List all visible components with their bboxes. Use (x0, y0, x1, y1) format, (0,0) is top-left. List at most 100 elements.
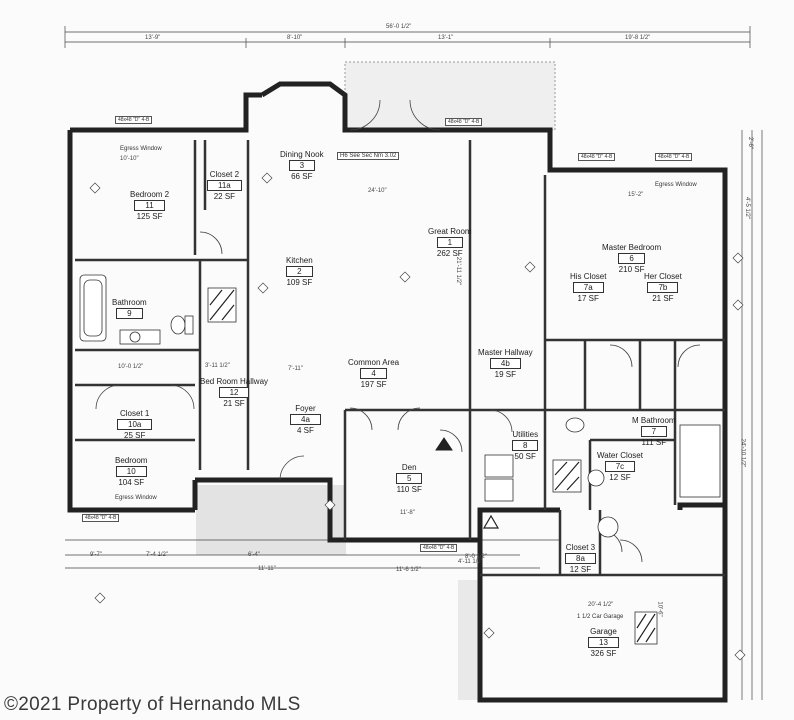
room-area: 262 SF (436, 249, 463, 258)
egress-note: Egress Window (120, 146, 162, 152)
room-name: Her Closet (644, 272, 682, 281)
room-area: 111 SF (641, 438, 667, 447)
room-number: 11a (207, 180, 242, 191)
room-name: Bed Room Hallway (200, 377, 269, 386)
dim-bottom-c: 6'-4" (248, 552, 260, 558)
window-tag: 48x48 "D" 4-B (82, 514, 120, 522)
room-number: 7c (604, 461, 636, 472)
room-area: 22 SF (213, 192, 236, 201)
room-number: 3 (288, 160, 316, 171)
room-number: 8a (565, 553, 596, 564)
room-name: M Bathroom (632, 416, 676, 425)
room-area: 210 SF (618, 265, 645, 274)
room-name: Water Closet (597, 451, 643, 460)
dim-bottom-f: 8'-0 1/2" (465, 554, 487, 560)
room-area: 25 SF (124, 431, 146, 440)
room-number: 5 (396, 473, 423, 484)
window-tag: 48x48 "D" 4-B (420, 544, 458, 552)
room-name: Closet 1 (120, 409, 150, 418)
dim-top-d: 19'-8 1/2" (625, 35, 651, 41)
room-number: 8 (512, 440, 539, 451)
room-den: Den 5 110 SF (396, 463, 423, 494)
room-name: Bathroom (112, 298, 147, 307)
room-number: 10 (115, 466, 147, 477)
copyright-watermark: ©2021 Property of Hernando MLS (4, 694, 301, 715)
room-name: Closet 2 (209, 170, 240, 179)
dim-right-a: 2'-6" (746, 137, 753, 149)
room-name: Foyer (295, 404, 316, 413)
room-bed-room-hallway: Bed Room Hallway 12 21 SF (200, 377, 268, 408)
room-closet-3: Closet 3 8a 12 SF (565, 543, 596, 574)
dim-top-c: 13'-1" (438, 35, 454, 41)
room-dining-nook: Dining Nook 3 66 SF (280, 150, 324, 181)
dim-closet: 4'-11 1/2" (458, 559, 483, 565)
dim-right-c: 24'-10 1/2" (739, 438, 746, 468)
dim-den-width: 11'-8" (400, 510, 415, 516)
dim-bottom-e: 11'-6 1/2" (396, 567, 421, 573)
room-area: 19 SF (494, 370, 517, 379)
room-area: 4 SF (297, 426, 314, 435)
room-utilities: Utilities 8 50 SF (512, 430, 539, 461)
room-name: Dining Nook (280, 150, 324, 159)
room-garage: Garage 13 326 SF (588, 627, 619, 658)
room-name: Utilities (512, 430, 539, 439)
room-area: 12 SF (609, 473, 631, 482)
room-master-bedroom: Master Bedroom 6 210 SF (602, 243, 661, 274)
room-closet-2: Closet 2 11a 22 SF (207, 170, 242, 201)
room-bedroom: Bedroom 10 104 SF (115, 456, 147, 487)
room-area: 110 SF (396, 485, 422, 494)
room-number: 6 (618, 253, 645, 264)
room-number: 13 (588, 637, 619, 648)
window-tag: 48x48 "D" 4-B (445, 118, 483, 126)
dim-great-width: 24'-10" (368, 188, 387, 194)
dim-bed2-width: 10'-10" (120, 156, 139, 162)
dim-garage-width: 20'-4 1/2" (588, 602, 614, 608)
garage-note: 1 1/2 Car Garage (577, 614, 624, 620)
room-area: 21 SF (223, 399, 245, 408)
window-tag: 48x48 "D" 4-B (115, 116, 153, 124)
room-name: Bedroom (115, 456, 148, 465)
room-number: 4a (290, 414, 321, 425)
room-her-closet: Her Closet 7b 21 SF (644, 272, 682, 303)
room-name: Bedroom 2 (130, 190, 170, 199)
room-area: 17 SF (577, 294, 599, 303)
egress-note: Egress Window (115, 495, 157, 501)
room-number: 2 (286, 266, 313, 277)
room-number: 7 (640, 426, 668, 437)
room-area: 50 SF (514, 452, 536, 461)
room-name: Den (401, 463, 417, 472)
room-number: 1 (436, 237, 464, 248)
dim-great-height: 21'-11 1/2" (455, 256, 462, 286)
room-area: 109 SF (286, 278, 313, 287)
room-name: Garage (590, 627, 617, 636)
room-number: 10a (117, 419, 153, 430)
room-m-bathroom: M Bathroom 7 111 SF (632, 416, 676, 447)
room-number: 4b (489, 358, 521, 369)
room-area: 104 SF (118, 478, 145, 487)
room-area: 12 SF (569, 565, 592, 574)
room-name: His Closet (570, 272, 607, 281)
room-number: 9 (116, 308, 143, 319)
dim-hall: 3'-11 1/2" (205, 363, 230, 369)
dim-top-b: 8'-10" (287, 35, 303, 41)
room-bedroom-2: Bedroom 2 11 125 SF (130, 190, 169, 221)
room-number: 4 (360, 368, 387, 379)
dim-bottom-a: 9'-7" (90, 552, 102, 558)
egress-note: Egress Window (655, 182, 697, 188)
dim-bath-width: 10'-0 1/2" (118, 364, 144, 370)
dim-right-b: 4'-5 1/2" (743, 197, 750, 219)
room-closet-1: Closet 1 10a 25 SF (117, 409, 153, 440)
room-area: 21 SF (652, 294, 674, 303)
room-water-closet: Water Closet 7c 12 SF (597, 451, 643, 482)
room-area: 125 SF (136, 212, 163, 221)
room-foyer: Foyer 4a 4 SF (290, 404, 321, 435)
room-name: Closet 3 (565, 543, 596, 552)
dim-bottom-b: 7'-4 1/2" (146, 552, 168, 558)
dim-master-width: 15'-2" (628, 192, 644, 198)
room-name: Great Room (428, 227, 472, 236)
room-number: 7b (647, 282, 679, 293)
room-master-hallway: Master Hallway 4b 19 SF (478, 348, 533, 379)
room-number: 11 (134, 200, 165, 211)
dim-right-d: 10'-6" (656, 601, 663, 617)
